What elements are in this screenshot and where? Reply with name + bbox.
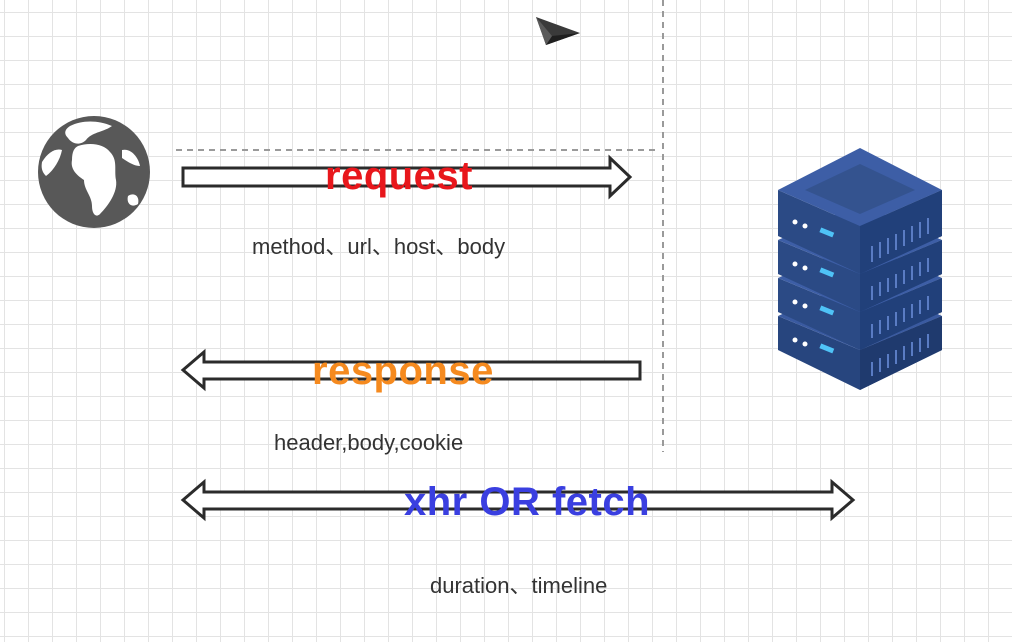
transport-double-arrow	[180, 478, 856, 522]
request-arrow	[181, 154, 633, 200]
response-arrow	[180, 348, 642, 392]
transport-fields-label: duration、timeline	[430, 573, 608, 598]
request-label: request	[325, 154, 473, 198]
response-fields-label: header,body,cookie	[274, 430, 464, 455]
server-unit-top	[778, 148, 942, 274]
response-label: response	[312, 349, 494, 393]
request-fields-label: method、url、host、body	[252, 234, 506, 259]
transport-label: xhr OR fetch	[404, 480, 651, 524]
